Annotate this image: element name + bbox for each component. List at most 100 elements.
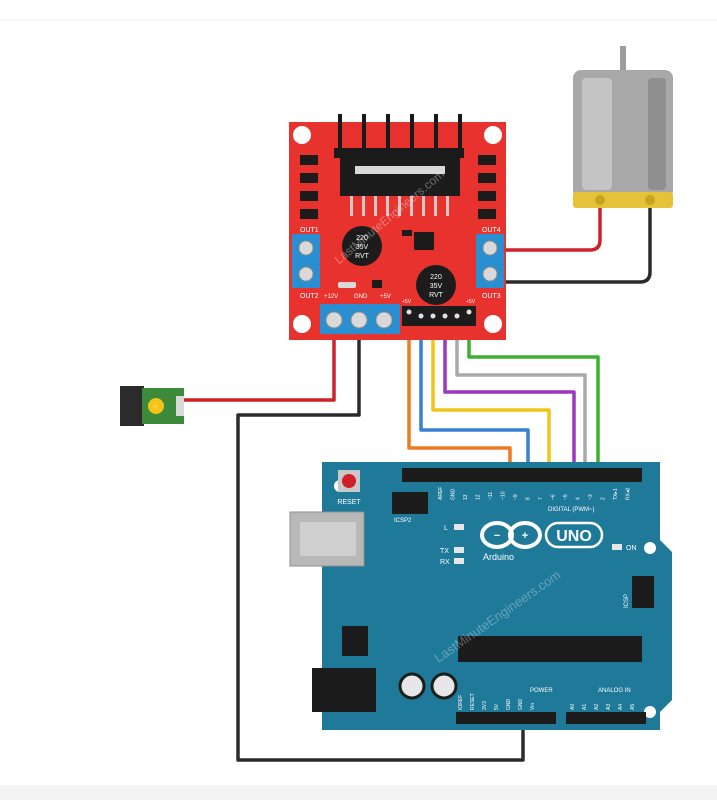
digital-label: DIGITAL (PWM~): [548, 507, 595, 513]
pin-label: RESET: [470, 693, 476, 710]
terminal-screw: [375, 311, 393, 329]
terminal-screw: [325, 311, 343, 329]
out3-label: OUT3: [482, 293, 501, 300]
reset-label: RESET: [337, 499, 361, 506]
pin-label: A0: [570, 704, 576, 710]
smd-part: [402, 230, 412, 236]
pin-label: AREF: [438, 487, 444, 500]
pin-label: ~6: [551, 494, 557, 500]
icsp-header: [632, 576, 654, 608]
power-header[interactable]: [456, 712, 556, 724]
pin-label: A4: [618, 704, 624, 710]
terminal-screw: [298, 240, 314, 256]
dc-motor: [573, 46, 673, 208]
chip-label-strip: [355, 166, 445, 174]
jack-contact: [176, 396, 184, 416]
pin-label: 12: [476, 494, 482, 500]
pin-label: ~11: [488, 492, 494, 500]
pin-label: 4: [576, 497, 582, 500]
reset-button-cap[interactable]: [342, 474, 356, 488]
chip-legs: [350, 196, 449, 216]
capacitor: [430, 672, 458, 700]
mount-hole: [293, 126, 311, 144]
motor-terminal-right: [645, 195, 655, 205]
pin-label: 5V: [494, 703, 500, 710]
purple-wire: [443, 322, 576, 476]
cap-text: 35V: [356, 244, 369, 251]
capacitor-right: 220 35V RVT: [416, 265, 456, 305]
terminal-screw: [482, 266, 498, 282]
mount-hole: [484, 126, 502, 144]
led-tx: [454, 547, 464, 553]
barrel-jack: [312, 668, 376, 712]
pin-label: GND: [451, 489, 457, 501]
power-black-wire: [236, 335, 525, 762]
voltage-regulator: [342, 626, 368, 656]
power-label: POWER: [530, 688, 553, 694]
regulator: [414, 232, 434, 250]
ena-label: +5V: [402, 299, 412, 305]
dc-power-jack: ⚡: [120, 386, 184, 426]
led-on-label: ON: [626, 545, 637, 552]
diodes-right: [478, 155, 496, 219]
icsp2-header: [392, 492, 428, 514]
icsp-label: ICSP: [624, 594, 630, 608]
cap-text: 220: [430, 274, 442, 281]
pin-label: 3V3: [482, 701, 488, 710]
pwr-label-gnd: GND: [354, 294, 368, 300]
motor-black-wire: [506, 208, 652, 284]
smd-part: [372, 280, 382, 288]
arduino-brand: Arduino: [483, 552, 514, 562]
arduino-board: [322, 462, 672, 730]
led-l-label: L: [444, 525, 448, 532]
digital-header[interactable]: [402, 468, 642, 482]
atmega-chip: [458, 636, 642, 662]
pin-label: 8: [526, 497, 532, 500]
out1-label: OUT1: [300, 227, 319, 234]
cap-text: RVT: [429, 292, 444, 299]
analog-header[interactable]: [566, 712, 646, 724]
lightning-icon: [148, 398, 164, 414]
mount-hole: [293, 315, 311, 333]
out4-label: OUT4: [482, 227, 501, 234]
cap-text: 220: [356, 235, 368, 242]
pin-label: 7: [538, 497, 544, 500]
led-tx-label: TX: [440, 548, 449, 555]
pin-label: 13: [463, 494, 469, 500]
cap-text: RVT: [355, 253, 370, 260]
terminal-screw: [350, 311, 368, 329]
orange-wire: [407, 322, 512, 476]
enb-label: +5V: [466, 299, 476, 305]
pin-label: Vin: [530, 703, 536, 710]
heatsink: [334, 114, 464, 158]
uno-badge: [544, 521, 604, 549]
motor-highlight: [582, 78, 612, 190]
cap-text: 35V: [430, 283, 443, 290]
pwr-label-5v: +5V: [380, 294, 391, 300]
svg-text:+: +: [522, 530, 528, 542]
terminal-screw: [482, 240, 498, 256]
blue-wire: [419, 322, 530, 476]
l298-chip: [340, 158, 460, 196]
capacitor-left: 220 35V RVT: [342, 226, 382, 266]
terminal-screw: [298, 266, 314, 282]
pin-label: GND: [518, 699, 524, 711]
mount-hole: [644, 542, 656, 554]
pwr-label-12v: +12V: [324, 294, 338, 300]
pin-label: ~3: [588, 494, 594, 500]
pin-label: RX◂0: [626, 488, 632, 500]
motor-end-cap: [573, 192, 673, 208]
pin-label: A3: [606, 704, 612, 710]
led-on: [612, 544, 622, 550]
svg-text:−: −: [494, 530, 500, 542]
pin-label: GND: [506, 699, 512, 711]
power-red-wire: [183, 335, 336, 402]
motor-shade: [648, 78, 666, 190]
control-header[interactable]: [402, 306, 476, 326]
motor-red-wire: [506, 205, 602, 252]
motor-terminal-left: [595, 195, 605, 205]
jack-plug: [120, 386, 144, 426]
